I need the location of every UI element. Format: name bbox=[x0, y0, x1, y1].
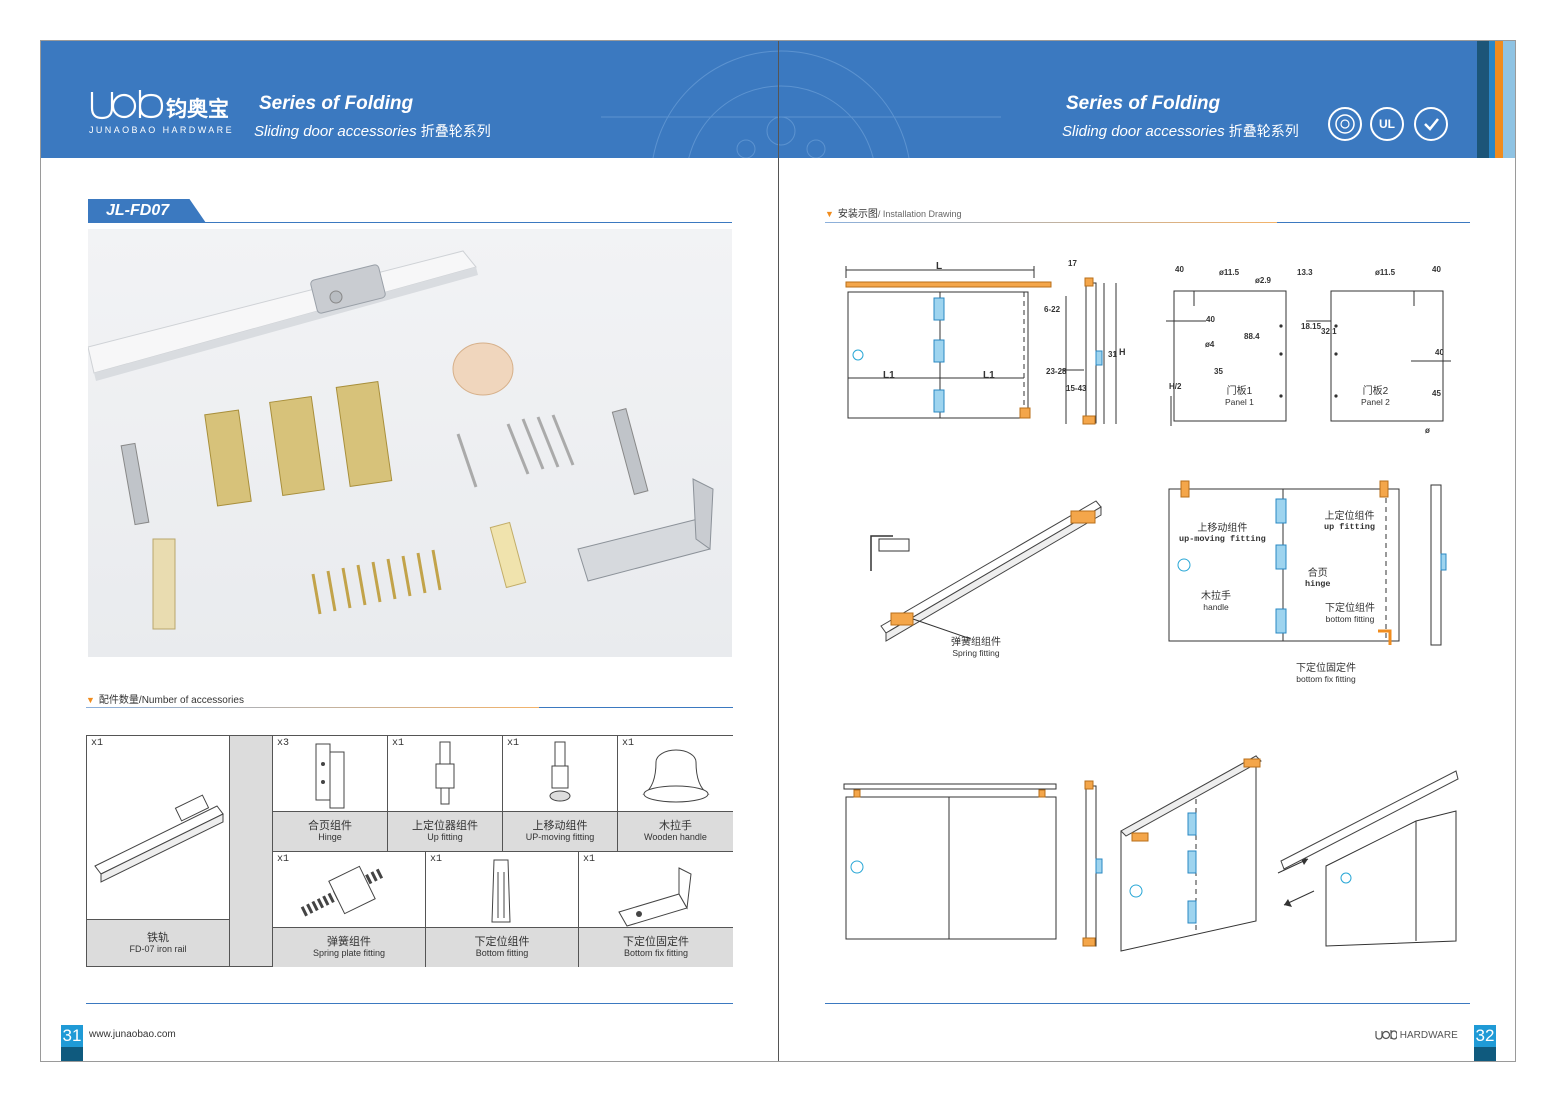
page-number-bar-left bbox=[61, 1047, 83, 1061]
dim-phi4: ø4 bbox=[1205, 340, 1215, 349]
series-sub-cn: 折叠轮系列 bbox=[420, 124, 491, 140]
ul-cert-icon: UL bbox=[1370, 107, 1404, 141]
dim-15-43: 15-43 bbox=[1066, 384, 1087, 393]
right-bottom-line bbox=[825, 1003, 1470, 1004]
dim-phi: ø bbox=[1425, 426, 1430, 435]
ccc-cert-icon bbox=[1328, 107, 1362, 141]
model-tab: JL-FD07 bbox=[88, 199, 206, 223]
series-sub-cn: 折叠轮系列 bbox=[1228, 124, 1299, 140]
dim-13-3: 13.3 bbox=[1297, 268, 1313, 277]
dim-phi11-5-a: ø11.5 bbox=[1219, 268, 1240, 277]
dim-40-a: 40 bbox=[1175, 265, 1184, 274]
series-sub-en: Sliding door accessories bbox=[1062, 123, 1225, 140]
dim-31: 31 bbox=[1108, 350, 1117, 359]
dim-23-28: 23-28 bbox=[1046, 367, 1067, 376]
catalog-spread: 钧奥宝 JUNAOBAO HARDWARE Series of Folding … bbox=[40, 40, 1516, 1062]
orange-triangle-icon: ▼ bbox=[825, 209, 834, 219]
left-bottom-line bbox=[86, 1003, 733, 1004]
table-spacer bbox=[230, 736, 273, 967]
accessories-section-line bbox=[86, 707, 733, 708]
rail-illustration bbox=[94, 794, 224, 883]
website-link[interactable]: www.junaobao.com bbox=[89, 1029, 176, 1040]
dim-40-b: 40 bbox=[1432, 265, 1441, 274]
product-photo bbox=[88, 229, 732, 657]
assembled-views-drawing bbox=[843, 755, 1459, 952]
dim-40-d: 40 bbox=[1435, 348, 1444, 357]
model-underline bbox=[88, 222, 732, 223]
page-number-right: 32 bbox=[1474, 1025, 1496, 1047]
sgs-cert-icon bbox=[1414, 107, 1448, 141]
panel-drilling-drawing bbox=[1166, 290, 1451, 426]
series-sub-en: Sliding door accessories bbox=[254, 123, 417, 140]
page-fold bbox=[778, 41, 779, 1061]
footer-brand: HARDWARE bbox=[1375, 1030, 1458, 1041]
page-number-bar-right bbox=[1474, 1047, 1496, 1061]
series-subtitle-left: Sliding door accessories 折叠轮系列 bbox=[254, 121, 491, 141]
dim-35: 35 bbox=[1214, 367, 1223, 376]
dim-17: 17 bbox=[1068, 259, 1077, 268]
dim-L1-right: L1 bbox=[983, 370, 995, 381]
dim-phi11-5-b: ø11.5 bbox=[1375, 268, 1396, 277]
brand-en: JUNAOBAO HARDWARE bbox=[89, 125, 234, 135]
accessory-cell-rail: x1 铁轨 FD-07 iron rail bbox=[87, 736, 230, 967]
installation-section-line bbox=[825, 222, 1470, 223]
series-title-right: Series of Folding bbox=[1066, 93, 1221, 114]
orange-triangle-icon: ▼ bbox=[86, 695, 95, 705]
installation-section-label: ▼安装示图/ Installation Drawing bbox=[825, 209, 962, 220]
dim-H: H bbox=[1119, 347, 1126, 357]
front-elevation-drawing bbox=[845, 266, 1117, 425]
brand-cn: 钧奥宝 bbox=[166, 97, 229, 121]
dim-45: 45 bbox=[1432, 389, 1441, 398]
decorative-wheel-graphic bbox=[601, 50, 1001, 158]
page-number-left: 31 bbox=[61, 1025, 83, 1047]
panel-assembly-drawing bbox=[1168, 480, 1447, 646]
dim-88-4: 88.4 bbox=[1244, 332, 1260, 341]
dim-L1-left: L1 bbox=[883, 370, 895, 381]
dim-6-22: 6-22 bbox=[1044, 305, 1061, 314]
series-subtitle-right: Sliding door accessories 折叠轮系列 bbox=[1062, 121, 1299, 141]
accessories-section-label: ▼配件数量/Number of accessories bbox=[86, 695, 244, 706]
junaobao-logo bbox=[90, 90, 164, 120]
series-title-left: Series of Folding bbox=[259, 93, 414, 114]
rail-spring-drawing bbox=[870, 500, 1102, 642]
jdb-logo-icon bbox=[1375, 1030, 1398, 1040]
dim-phi2-9: ø2.9 bbox=[1255, 276, 1272, 285]
dim-L: L bbox=[936, 261, 943, 272]
dim-32-1: 32.1 bbox=[1321, 327, 1337, 336]
dim-h2: H/2 bbox=[1169, 382, 1182, 391]
dim-40-c: 40 bbox=[1206, 315, 1215, 324]
header-color-stripes bbox=[1477, 41, 1515, 158]
dim-18-15: 18.15 bbox=[1301, 322, 1322, 331]
